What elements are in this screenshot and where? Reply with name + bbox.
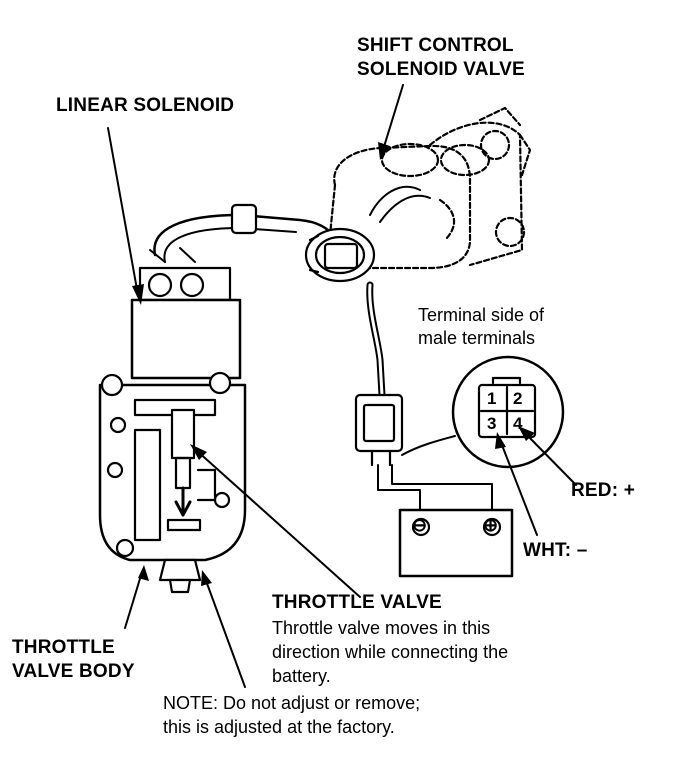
battery-negative-icon: ⊖ [412,515,428,535]
leader-lines [107,84,577,688]
label-red-positive: RED: + [571,480,636,501]
battery-positive-icon: ⊕ [483,515,499,535]
pin-2: 2 [513,389,523,408]
label-throttle-valve-desc1: Throttle valve moves in this [272,618,491,638]
harness-connector [304,227,376,283]
terminal-face-callout [451,355,565,469]
label-throttle-valve-desc2: direction while connecting the [272,642,509,662]
label-wht-negative: WHT: – [523,540,588,561]
label-throttle-body-line1: THROTTLE [12,637,115,658]
label-note-line2: this is adjusted at the factory. [163,717,395,737]
throttle-valve-body [98,371,247,594]
label-throttle-valve-title: THROTTLE VALVE [272,592,442,613]
battery [398,508,514,578]
linear-solenoid [130,247,242,380]
arrow-heads [132,142,535,586]
label-throttle-body-line2: VALVE BODY [12,661,135,682]
label-terminal-side-line2: male terminals [418,328,536,348]
pin-1: 1 [487,389,497,408]
label-shift-control-line1: SHIFT CONTROL [357,35,514,56]
pin-3: 3 [487,414,497,433]
label-note-line1: NOTE: Do not adjust or remove; [163,693,421,713]
label-terminal-side-line1: Terminal side of [418,305,545,325]
test-connector [354,393,404,467]
label-throttle-valve-desc3: battery. [272,666,331,686]
pin-4: 4 [513,414,523,433]
label-shift-control-line2: SOLENOID VALVE [357,59,525,80]
label-linear-solenoid: LINEAR SOLENOID [56,95,235,116]
